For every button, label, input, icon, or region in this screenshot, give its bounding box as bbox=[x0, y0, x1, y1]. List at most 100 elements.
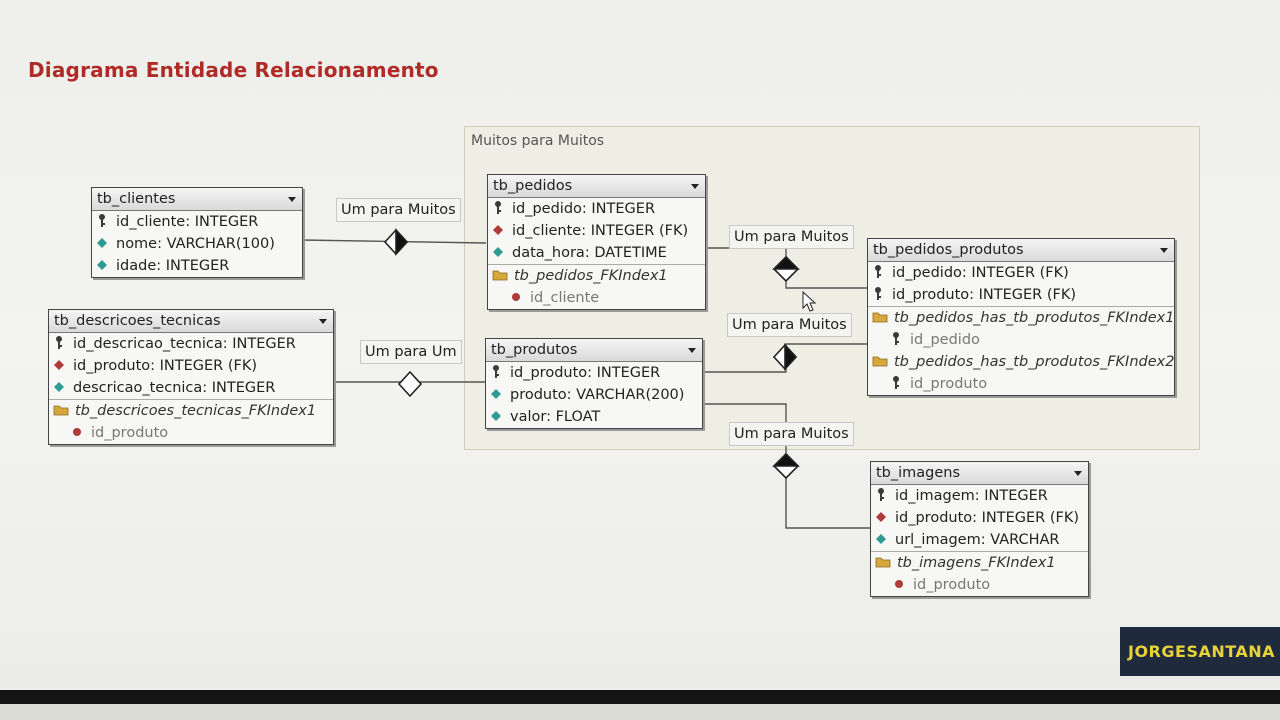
entity-header[interactable]: tb_pedidos_produtos bbox=[868, 239, 1174, 262]
entity-tb_descricoes_tecnicas[interactable]: tb_descricoes_tecnicas id_descricao_tecn… bbox=[48, 309, 334, 445]
index-folder-icon bbox=[872, 356, 888, 367]
primary-key-icon bbox=[493, 365, 499, 378]
column-text: id_descricao_tecnica: INTEGER bbox=[73, 336, 296, 352]
index-column-row[interactable]: id_produto bbox=[49, 422, 333, 444]
entity-name: tb_pedidos bbox=[493, 178, 573, 194]
index-name: tb_imagens_FKIndex1 bbox=[897, 555, 1056, 571]
relationship-diamond-pedidos-pp bbox=[772, 255, 800, 283]
column-row[interactable]: id_imagem: INTEGER bbox=[871, 485, 1088, 507]
entity-tb_clientes[interactable]: tb_clientes id_cliente: INTEGER nome: VA… bbox=[91, 187, 303, 278]
entity-tb_imagens[interactable]: tb_imagens id_imagem: INTEGER id_produto… bbox=[870, 461, 1089, 597]
dropdown-arrow-icon[interactable] bbox=[1160, 248, 1168, 253]
index-name: tb_descricoes_tecnicas_FKIndex1 bbox=[75, 403, 317, 419]
dropdown-arrow-icon[interactable] bbox=[288, 197, 296, 202]
relationship-diamond-produtos-imagens bbox=[772, 452, 800, 480]
dropdown-arrow-icon[interactable] bbox=[1074, 471, 1082, 476]
primary-key-icon bbox=[99, 214, 105, 227]
entity-tb_pedidos_produtos[interactable]: tb_pedidos_produtos id_pedido: INTEGER (… bbox=[867, 238, 1175, 396]
index-column-text: id_produto bbox=[91, 425, 169, 441]
dropdown-arrow-icon[interactable] bbox=[688, 348, 696, 353]
primary-key-icon bbox=[878, 488, 884, 501]
relationship-label-descricoes-produtos[interactable]: Um para Um bbox=[360, 340, 462, 364]
column-row[interactable]: id_cliente: INTEGER bbox=[92, 211, 302, 233]
index-row[interactable]: tb_pedidos_has_tb_produtos_FKIndex2 bbox=[868, 351, 1174, 373]
primary-key-icon bbox=[875, 265, 881, 278]
column-row[interactable]: valor: FLOAT bbox=[486, 406, 702, 428]
column-text: id_produto: INTEGER (FK) bbox=[892, 287, 1077, 303]
index-column-row[interactable]: id_produto bbox=[868, 373, 1174, 395]
entity-header[interactable]: tb_pedidos bbox=[488, 175, 705, 198]
foreign-key-icon bbox=[73, 428, 81, 436]
relationship-label-pedidos-pp[interactable]: Um para Muitos bbox=[729, 225, 854, 249]
column-text: descricao_tecnica: INTEGER bbox=[73, 380, 276, 396]
column-row[interactable]: id_pedido: INTEGER bbox=[488, 198, 705, 220]
index-name: tb_pedidos_FKIndex1 bbox=[514, 268, 668, 284]
index-row[interactable]: tb_pedidos_has_tb_produtos_FKIndex1 bbox=[868, 306, 1174, 329]
column-row[interactable]: url_imagem: VARCHAR bbox=[871, 529, 1088, 551]
index-row[interactable]: tb_imagens_FKIndex1 bbox=[871, 551, 1088, 574]
index-row[interactable]: tb_pedidos_FKIndex1 bbox=[488, 264, 705, 287]
index-folder-icon bbox=[53, 405, 69, 416]
index-column-row[interactable]: id_pedido bbox=[868, 329, 1174, 351]
index-column-text: id_cliente bbox=[530, 290, 600, 306]
index-row[interactable]: tb_descricoes_tecnicas_FKIndex1 bbox=[49, 399, 333, 422]
index-column-row[interactable]: id_cliente bbox=[488, 287, 705, 309]
foreign-key-icon bbox=[512, 293, 520, 301]
monitor-bezel bbox=[0, 690, 1280, 704]
dropdown-arrow-icon[interactable] bbox=[691, 184, 699, 189]
column-text: nome: VARCHAR(100) bbox=[116, 236, 275, 252]
foreign-key-icon bbox=[895, 580, 903, 588]
column-row[interactable]: id_pedido: INTEGER (FK) bbox=[868, 262, 1174, 284]
column-text: id_produto: INTEGER (FK) bbox=[895, 510, 1080, 526]
column-text: id_cliente: INTEGER bbox=[116, 214, 259, 230]
primary-key-icon bbox=[893, 376, 899, 389]
entity-name: tb_clientes bbox=[97, 191, 176, 207]
primary-key-icon bbox=[893, 332, 899, 345]
page-title: Diagrama Entidade Relacionamento bbox=[28, 58, 439, 82]
column-row[interactable]: produto: VARCHAR(200) bbox=[486, 384, 702, 406]
column-row[interactable]: data_hora: DATETIME bbox=[488, 242, 705, 264]
entity-header[interactable]: tb_imagens bbox=[871, 462, 1088, 485]
attribute-icon bbox=[491, 411, 501, 421]
foreign-key-icon bbox=[54, 360, 64, 370]
below-bezel bbox=[0, 704, 1280, 720]
column-text: valor: FLOAT bbox=[510, 409, 601, 425]
attribute-icon bbox=[876, 534, 886, 544]
column-row[interactable]: id_descricao_tecnica: INTEGER bbox=[49, 333, 333, 355]
index-folder-icon bbox=[875, 557, 891, 568]
column-text: data_hora: DATETIME bbox=[512, 245, 667, 261]
column-row[interactable]: id_produto: INTEGER bbox=[486, 362, 702, 384]
entity-header[interactable]: tb_produtos bbox=[486, 339, 702, 362]
foreign-key-icon bbox=[876, 512, 886, 522]
column-row[interactable]: descricao_tecnica: INTEGER bbox=[49, 377, 333, 399]
group-label: Muitos para Muitos bbox=[471, 133, 605, 149]
brand-badge: JORGESANTANA bbox=[1120, 627, 1280, 676]
index-column-row[interactable]: id_produto bbox=[871, 574, 1088, 596]
relationship-label-produtos-pp[interactable]: Um para Muitos bbox=[727, 313, 852, 337]
column-text: id_produto: INTEGER (FK) bbox=[73, 358, 258, 374]
column-row[interactable]: idade: INTEGER bbox=[92, 255, 302, 277]
column-text: idade: INTEGER bbox=[116, 258, 230, 274]
entity-name: tb_descricoes_tecnicas bbox=[54, 313, 221, 329]
column-text: id_cliente: INTEGER (FK) bbox=[512, 223, 689, 239]
entity-header[interactable]: tb_descricoes_tecnicas bbox=[49, 310, 333, 333]
index-column-text: id_produto bbox=[910, 376, 988, 392]
column-text: url_imagem: VARCHAR bbox=[895, 532, 1060, 548]
column-row[interactable]: id_produto: INTEGER (FK) bbox=[49, 355, 333, 377]
column-row[interactable]: id_produto: INTEGER (FK) bbox=[871, 507, 1088, 529]
column-row[interactable]: nome: VARCHAR(100) bbox=[92, 233, 302, 255]
entity-tb_produtos[interactable]: tb_produtos id_produto: INTEGER produto:… bbox=[485, 338, 703, 429]
column-row[interactable]: id_cliente: INTEGER (FK) bbox=[488, 220, 705, 242]
column-text: id_imagem: INTEGER bbox=[895, 488, 1048, 504]
relationship-label-produtos-imagens[interactable]: Um para Muitos bbox=[729, 422, 854, 446]
entity-header[interactable]: tb_clientes bbox=[92, 188, 302, 211]
relationship-diamond-descricoes-produtos bbox=[397, 370, 423, 398]
foreign-key-icon bbox=[493, 225, 503, 235]
dropdown-arrow-icon[interactable] bbox=[319, 319, 327, 324]
entity-tb_pedidos[interactable]: tb_pedidos id_pedido: INTEGER id_cliente… bbox=[487, 174, 706, 310]
primary-key-icon bbox=[495, 201, 501, 214]
column-row[interactable]: id_produto: INTEGER (FK) bbox=[868, 284, 1174, 306]
entity-name: tb_pedidos_produtos bbox=[873, 242, 1024, 258]
index-column-text: id_produto bbox=[913, 577, 991, 593]
relationship-label-clientes-pedidos[interactable]: Um para Muitos bbox=[336, 198, 461, 222]
